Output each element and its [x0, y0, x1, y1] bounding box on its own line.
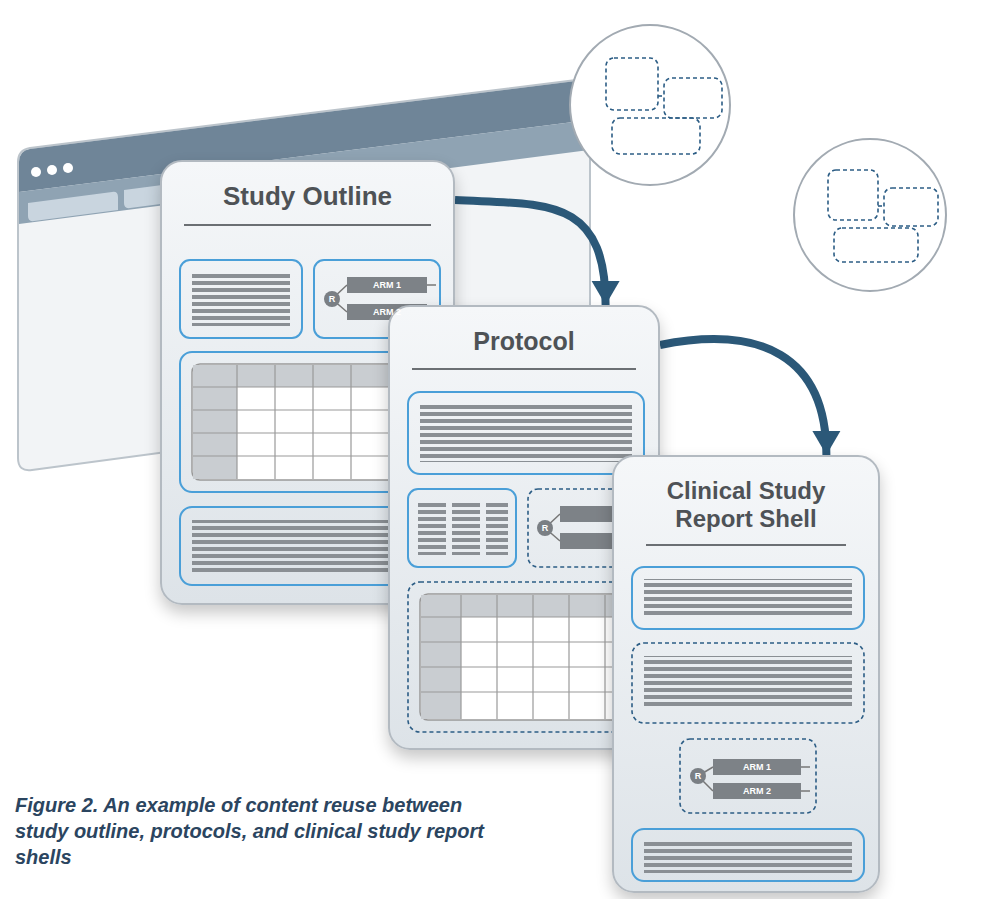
card-title: Clinical Study Report Shell — [646, 457, 846, 546]
arm-label: ARM 2 — [713, 783, 801, 799]
arm-label: ARM 1 — [347, 277, 427, 293]
card-title: Protocol — [412, 307, 636, 370]
randomization-mark: R — [537, 520, 553, 536]
zoom-circle — [570, 25, 730, 185]
randomization-mark: R — [690, 768, 706, 784]
figure-caption: Figure 2. An example of content reuse be… — [15, 792, 485, 870]
reuse-arrow — [455, 200, 606, 305]
randomization-mark: R — [324, 291, 340, 307]
zoom-circle — [794, 139, 946, 291]
card-title: Study Outline — [184, 162, 431, 226]
document-card: Clinical Study Report ShellR ARM 1 ARM 2 — [612, 455, 880, 893]
reuse-arrow — [660, 339, 826, 455]
arm-label: ARM 1 — [713, 759, 801, 775]
